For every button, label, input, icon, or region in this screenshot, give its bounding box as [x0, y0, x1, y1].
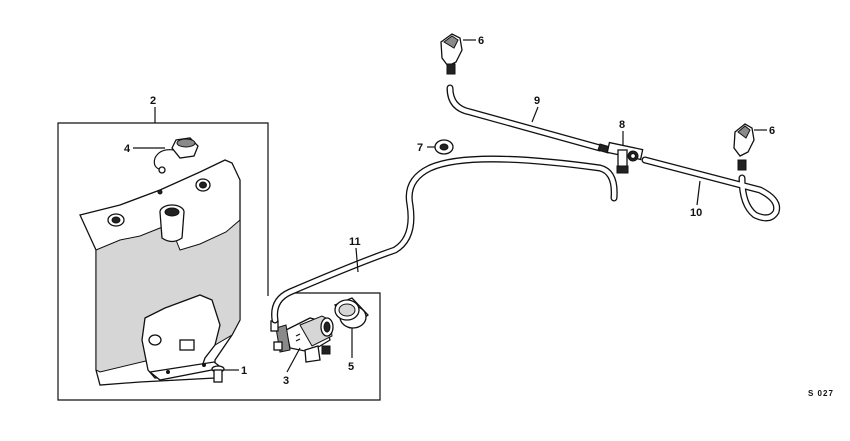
callout-6-right: 6: [769, 125, 775, 137]
filler-cap-4: [153, 137, 199, 174]
hose-11: [271, 155, 618, 324]
jet-nozzle-6-right: [733, 123, 755, 171]
callout-5: 5: [348, 361, 354, 373]
callout-9: 9: [534, 95, 540, 107]
callout-10: 10: [690, 207, 702, 219]
callout-4: 4: [124, 143, 131, 155]
callout-7: 7: [417, 142, 423, 154]
assembly-bracket-2: [57, 107, 381, 401]
leader-lines: [133, 39, 767, 373]
bolt-1: [211, 365, 225, 383]
callout-8: 8: [619, 119, 625, 131]
callout-6-left: 6: [478, 35, 484, 47]
hose-10: [641, 156, 781, 222]
callout-11: 11: [349, 236, 361, 248]
washer-pump-3: [270, 315, 334, 363]
callout-2: 2: [150, 95, 156, 107]
pump-grommet-5: [334, 297, 369, 329]
callout-labels: 1 2 3 4 5 6 6 7 8 9 10 11 S 027: [124, 35, 834, 398]
grommet-7: [434, 139, 454, 155]
callout-1: 1: [241, 365, 247, 377]
callout-3: 3: [283, 375, 289, 387]
reference-code: S 027: [808, 389, 834, 398]
t-connector-8: [606, 141, 644, 174]
hose-9: [446, 84, 611, 154]
jet-nozzle-6-left: [440, 33, 463, 75]
washer-reservoir: [79, 159, 241, 386]
